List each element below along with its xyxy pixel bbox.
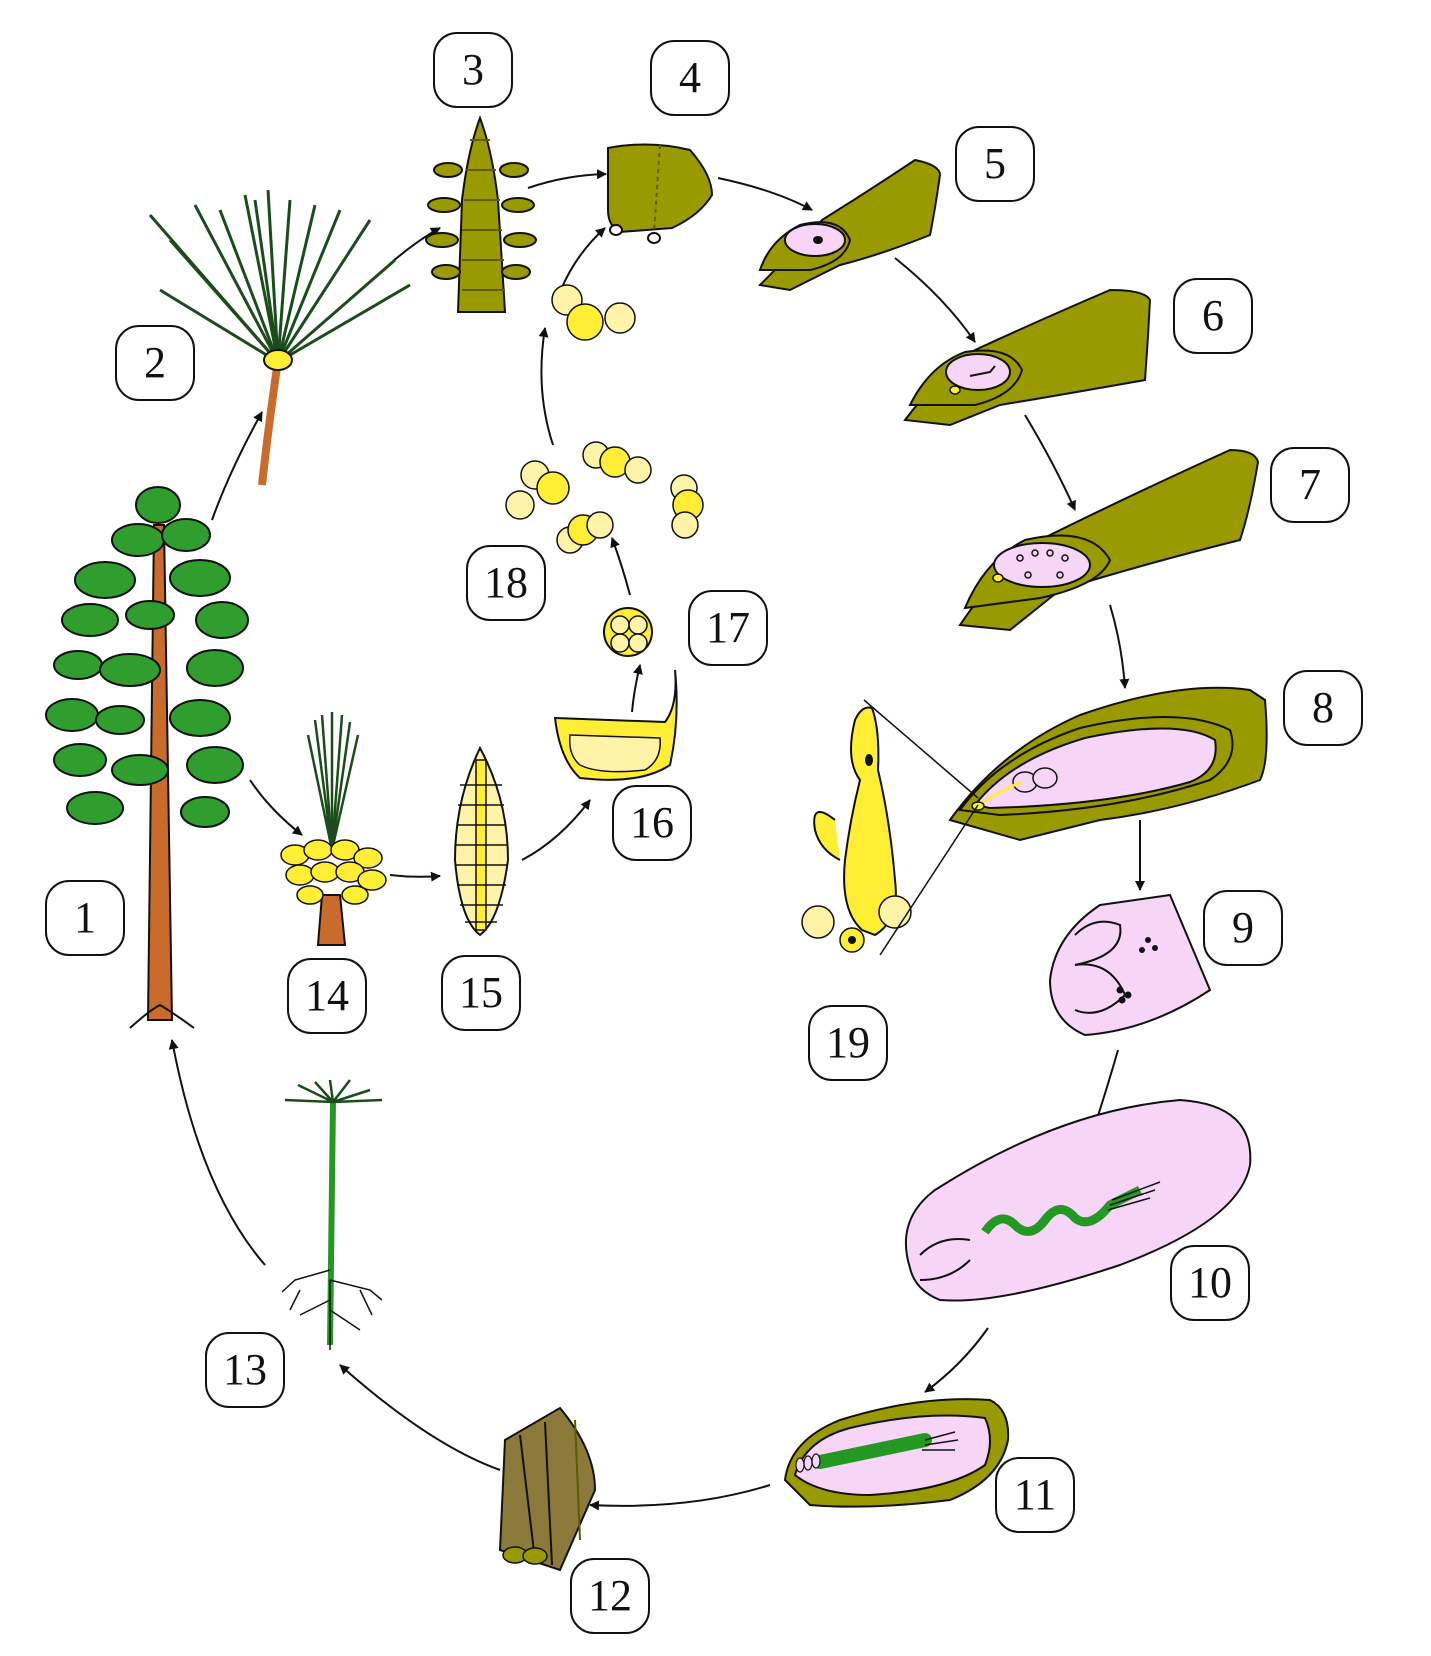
arrow-17-to-18 xyxy=(610,537,631,596)
arrow-14-to-15 xyxy=(389,871,441,882)
winged-seed-icon xyxy=(498,1406,597,1572)
stage-label-10: 10 xyxy=(1170,1245,1250,1321)
stage-label-3: 3 xyxy=(433,32,513,108)
shoot-with-pollen-cones-icon xyxy=(280,712,387,946)
microspore-tetrad-icon xyxy=(603,607,653,657)
ovule-megaspore-icon xyxy=(757,158,942,292)
arrow-pollen-to-4 xyxy=(559,227,606,293)
arrow-18-to-pollen xyxy=(538,327,554,446)
arrow-12-to-13 xyxy=(339,1364,501,1471)
stage-label-18: 18 xyxy=(466,545,546,621)
arrow-7-to-8 xyxy=(1109,604,1130,689)
pollen-cone-section-icon xyxy=(453,745,510,937)
arrow-10-to-11 xyxy=(924,1327,989,1393)
seedling-icon xyxy=(281,1079,383,1350)
germinating-pollen-tube-icon xyxy=(801,699,979,956)
arrow-4-to-5 xyxy=(717,177,813,211)
arrow-3-to-4 xyxy=(527,169,607,189)
arrow-11-to-12 xyxy=(589,1484,771,1511)
stage-label-13: 13 xyxy=(205,1332,285,1408)
stage-label-4: 4 xyxy=(650,40,730,116)
arrow-15-to-16 xyxy=(521,799,591,861)
developing-embryo-icon xyxy=(904,1098,1252,1302)
stage-label-8: 8 xyxy=(1283,670,1363,746)
stage-label-17: 17 xyxy=(688,590,768,666)
fertilized-archegonia-icon xyxy=(1048,893,1212,1037)
stage-label-19: 19 xyxy=(808,1005,888,1081)
mature-seed-icon xyxy=(783,1398,1010,1508)
ovule-megaspore-tetrad-icon xyxy=(903,288,1152,427)
arrow-6-to-7 xyxy=(1024,414,1076,511)
ovule-female-gametophyte-icon xyxy=(958,448,1260,632)
pine-shoot-with-seed-cone-icon xyxy=(148,189,411,486)
seed-cone-section-icon xyxy=(425,115,537,313)
stage-label-11: 11 xyxy=(995,1457,1075,1533)
stage-label-14: 14 xyxy=(287,958,367,1034)
stage-label-2: 2 xyxy=(115,325,195,401)
microsporangium-icon xyxy=(553,669,678,781)
pine-tree-icon xyxy=(45,486,249,1029)
stage-label-1: 1 xyxy=(45,880,125,956)
arrow-13-to-1 xyxy=(168,1039,266,1266)
ovuliferous-scale-icon xyxy=(607,143,714,244)
stage-label-12: 12 xyxy=(570,1558,650,1634)
arrow-16-to-17 xyxy=(631,664,643,713)
arrow-2-to-3 xyxy=(391,227,441,263)
stage-label-16: 16 xyxy=(612,785,692,861)
arrow-1-to-2 xyxy=(211,411,263,521)
stage-label-15: 15 xyxy=(441,955,521,1031)
stage-label-6: 6 xyxy=(1173,278,1253,354)
cycle-arrows xyxy=(168,169,1145,1511)
arrow-1-to-14 xyxy=(249,779,303,836)
pollen-grains-icon xyxy=(505,284,704,554)
ovule-archegonia-icon xyxy=(948,686,1268,842)
stage-label-9: 9 xyxy=(1203,890,1283,966)
arrow-5-to-6 xyxy=(894,257,976,343)
stage-label-5: 5 xyxy=(955,126,1035,202)
stage-label-7: 7 xyxy=(1270,447,1350,523)
